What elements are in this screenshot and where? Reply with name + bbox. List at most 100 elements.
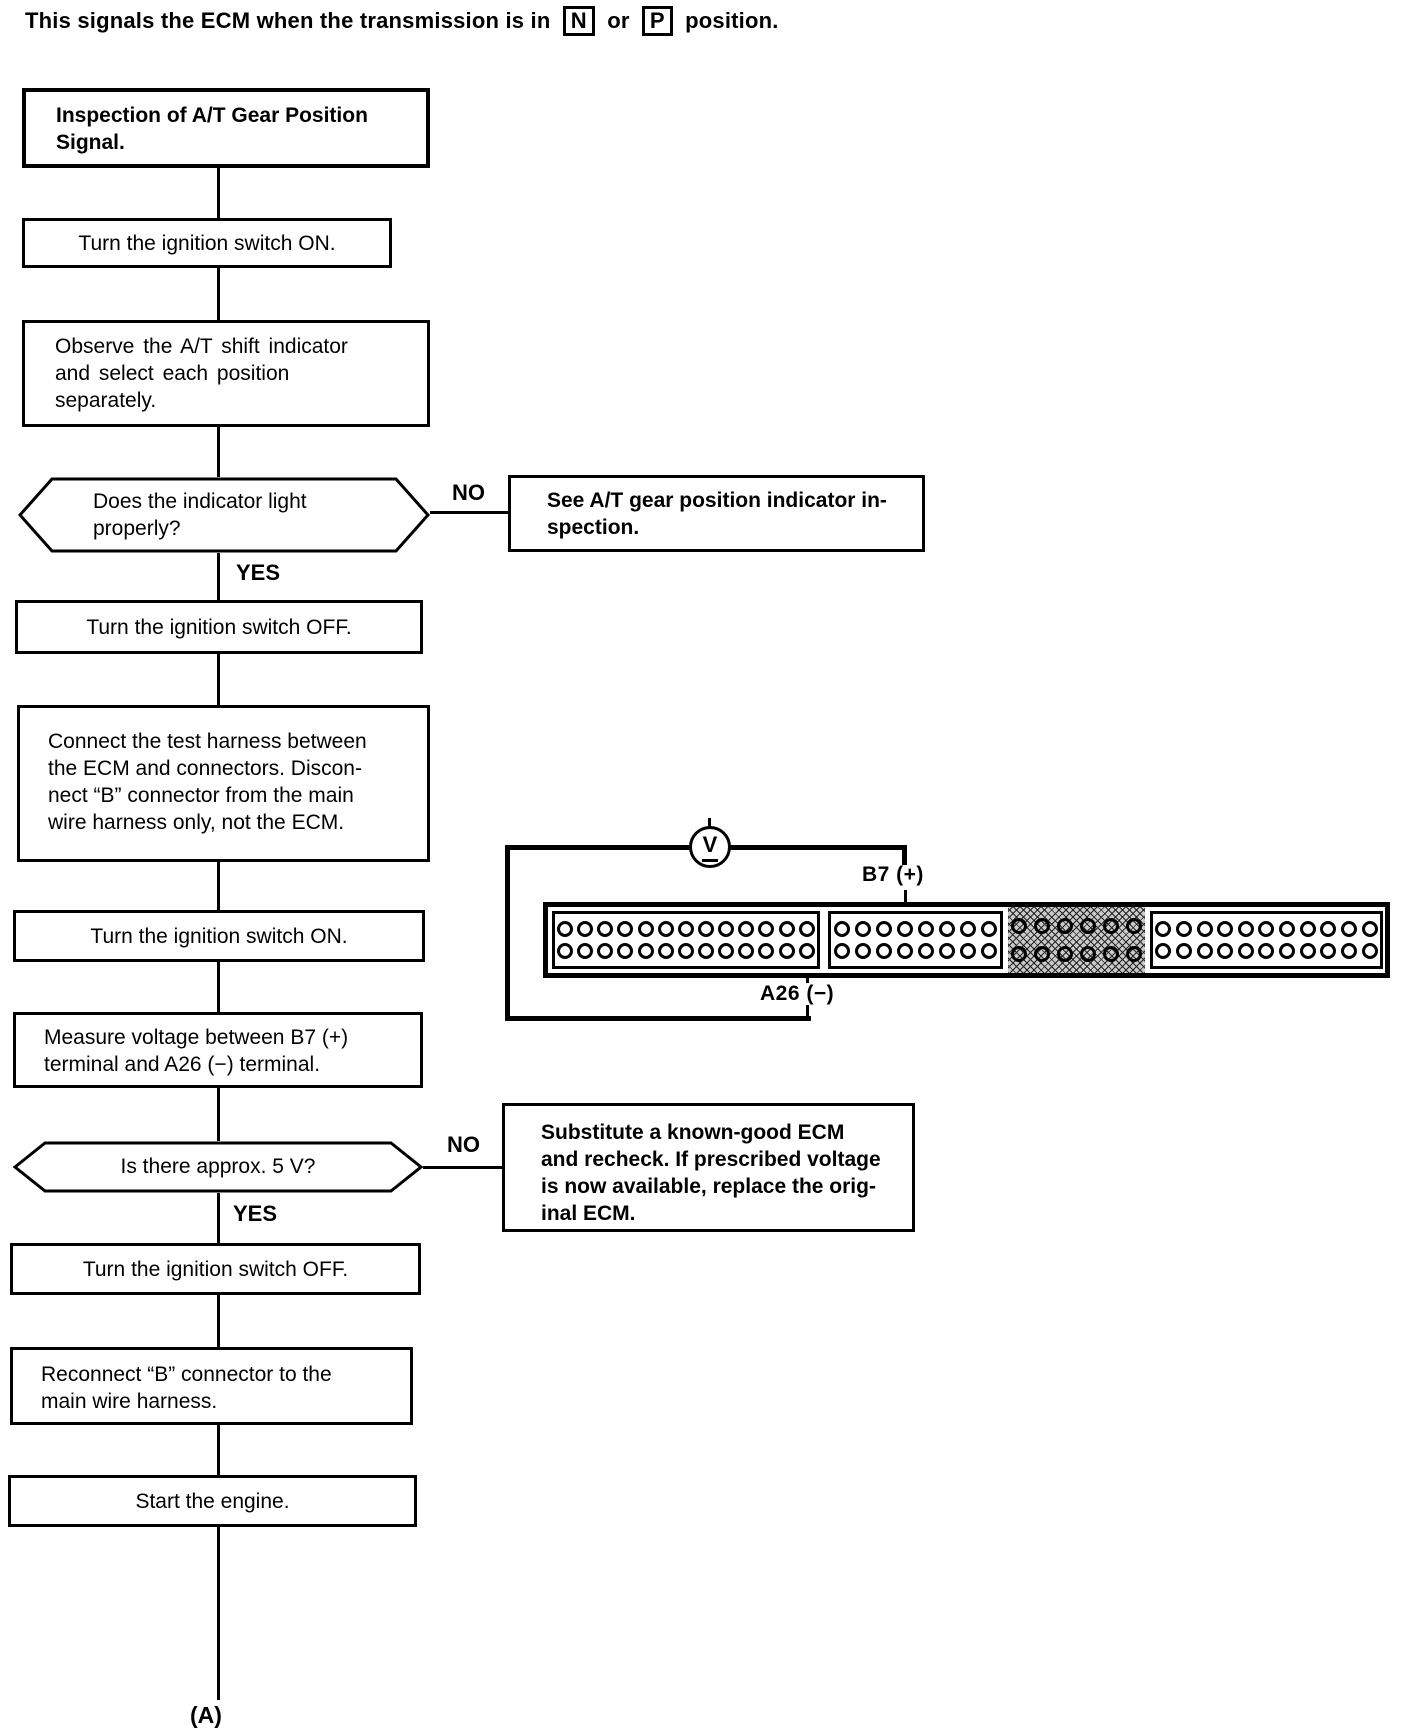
connector-pin	[960, 943, 977, 960]
connector-pin	[677, 920, 694, 937]
connector-pin	[981, 943, 998, 960]
connector-pin	[833, 920, 850, 937]
flow-line	[217, 1193, 220, 1243]
flow-box-measure-voltage: Measure voltage between B7 (+) terminal …	[13, 1012, 423, 1088]
gear-n-indicator: N	[562, 6, 595, 36]
connector-pin	[875, 943, 892, 960]
connector-pin	[718, 920, 735, 937]
connector-pin	[657, 920, 674, 937]
connector-pin-row	[555, 920, 817, 937]
connector-pin	[677, 943, 694, 960]
flow-line	[217, 1293, 220, 1347]
connector-pin	[1340, 943, 1357, 960]
flow-line	[217, 1423, 220, 1475]
flow-box-ignition-off-1: Turn the ignition switch OFF.	[15, 600, 423, 654]
connector-pin	[738, 920, 755, 937]
continuation-label-a: (A)	[190, 1702, 222, 1728]
connector-pin	[1175, 943, 1192, 960]
voltmeter-icon: V	[689, 826, 731, 868]
flow-box-ignition-on-1: Turn the ignition switch ON.	[22, 218, 392, 268]
connector-pin	[617, 943, 634, 960]
flow-line	[217, 1525, 220, 1700]
flow-box-ignition-on-2: Turn the ignition switch ON.	[13, 910, 425, 962]
flow-box-observe-indicator: Observe the A/T shift indicator and sele…	[22, 320, 430, 427]
ecm-connector-block	[543, 902, 1390, 978]
connector-pin	[1125, 945, 1142, 962]
connector-pin	[778, 920, 795, 937]
connector-pin	[738, 943, 755, 960]
connector-section-4	[1150, 911, 1383, 969]
connector-pin	[896, 920, 913, 937]
result-box-see-indicator-inspection: See A/T gear position indicator in- spec…	[508, 475, 925, 552]
decision-approx-5v: Is there approx. 5 V?	[13, 1141, 423, 1193]
voltmeter-letter: V	[702, 832, 718, 857]
connector-pin	[617, 920, 634, 937]
connector-pin	[896, 943, 913, 960]
connector-pin	[1279, 943, 1296, 960]
connector-pin-row	[831, 920, 1000, 937]
flow-line	[217, 654, 220, 705]
decision-question: Does the indicator light properly?	[93, 490, 307, 540]
connector-pin-row	[1153, 943, 1380, 960]
yes-label: YES	[236, 560, 281, 585]
connector-pin	[718, 943, 735, 960]
flow-box-connect-test-harness: Connect the test harness between the ECM…	[17, 705, 430, 862]
result-box-substitute-ecm: Substitute a known-good ECM and recheck.…	[502, 1103, 915, 1232]
connector-pin	[1340, 920, 1357, 937]
connector-pin	[981, 920, 998, 937]
flow-line	[217, 268, 220, 320]
connector-pin-row	[555, 943, 817, 960]
flow-line	[217, 1086, 220, 1141]
voltmeter-wire-bottom	[505, 1016, 811, 1021]
decision-question: Is there approx. 5 V?	[120, 1155, 316, 1178]
connector-pin	[657, 943, 674, 960]
voltmeter-underline	[702, 859, 718, 862]
connector-pin	[577, 943, 594, 960]
intro-text-after: position.	[685, 8, 779, 33]
connector-pin-row	[1008, 918, 1145, 935]
gear-p-indicator: P	[641, 6, 673, 36]
connector-pin	[1034, 918, 1051, 935]
connector-pin-row	[1153, 920, 1380, 937]
connector-pin	[778, 943, 795, 960]
connector-pin	[557, 943, 574, 960]
connector-pin-row	[1008, 945, 1145, 962]
connector-section-3-shaded	[1008, 907, 1145, 973]
connector-pin	[1320, 920, 1337, 937]
connector-section-2	[828, 911, 1003, 969]
connector-pin	[1258, 920, 1275, 937]
connector-pin	[758, 943, 775, 960]
connector-pin	[557, 920, 574, 937]
connector-pin	[1361, 943, 1378, 960]
connector-pin	[1196, 920, 1213, 937]
voltmeter-wire-b7-corner	[902, 845, 907, 865]
flow-line	[217, 860, 220, 910]
connector-pin	[1057, 918, 1074, 935]
flow-line	[217, 960, 220, 1012]
connector-pin	[698, 920, 715, 937]
connector-pin	[918, 943, 935, 960]
connector-pin	[577, 920, 594, 937]
connector-pin	[1237, 943, 1254, 960]
connector-pin	[1320, 943, 1337, 960]
connector-pin	[960, 920, 977, 937]
connector-pin	[698, 943, 715, 960]
connector-pin	[597, 943, 614, 960]
connector-pin	[597, 920, 614, 937]
connector-pin	[1196, 943, 1213, 960]
connector-pin	[918, 920, 935, 937]
connector-pin	[637, 920, 654, 937]
intro-sentence: This signals the ECM when the transmissi…	[25, 6, 779, 36]
connector-pin	[1011, 945, 1028, 962]
no-branch-line	[430, 511, 508, 514]
decision-hexagon-shape	[13, 1141, 423, 1193]
connector-pin	[798, 943, 815, 960]
connector-pin	[875, 920, 892, 937]
connector-pin	[1057, 945, 1074, 962]
connector-pin	[854, 943, 871, 960]
flow-box-start-engine: Start the engine.	[8, 1475, 417, 1527]
decision-indicator-light: Does the indicator light properly?	[18, 477, 430, 553]
connector-pin	[637, 943, 654, 960]
connector-pin	[1102, 918, 1119, 935]
